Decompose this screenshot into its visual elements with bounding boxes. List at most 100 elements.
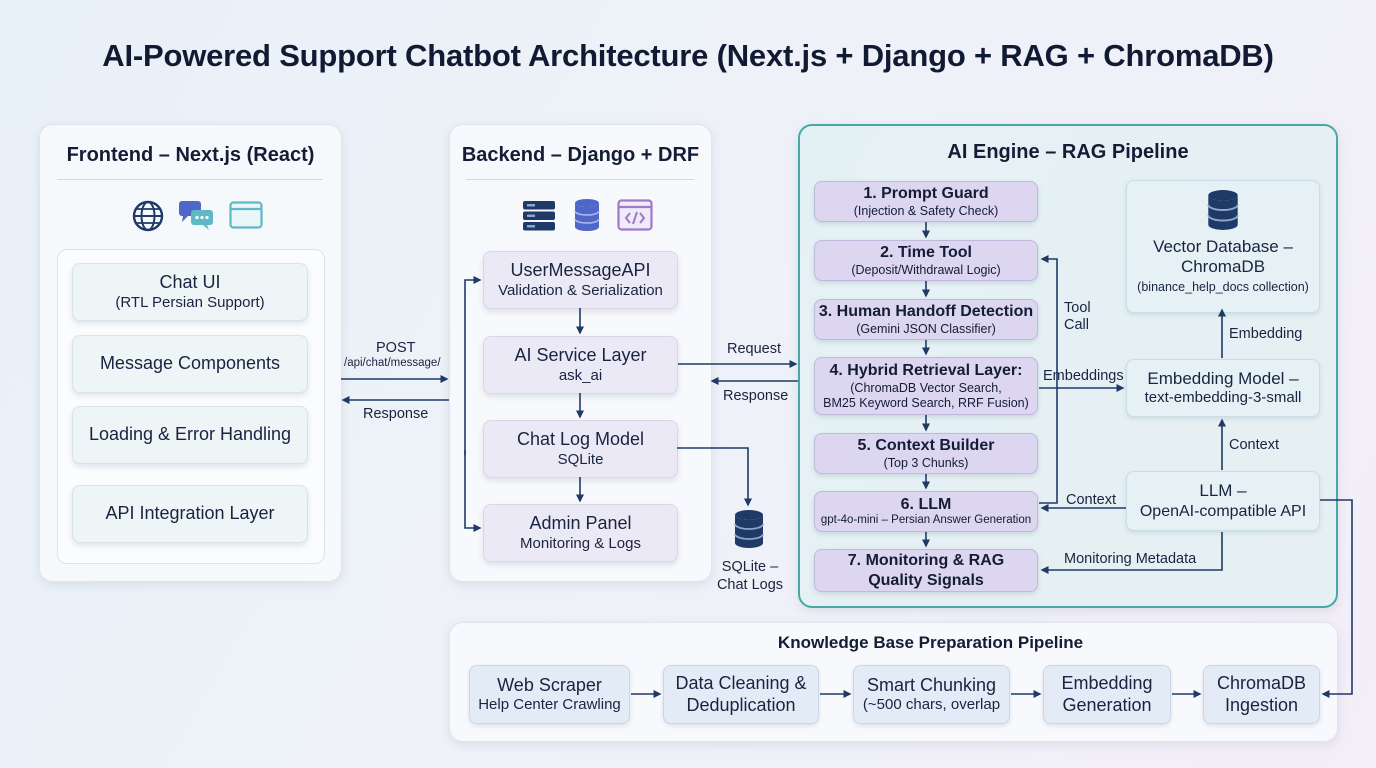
- tool-call-line1: Tool: [1064, 300, 1091, 316]
- human-handoff-step: 3. Human Handoff Detection (Gemini JSON …: [814, 299, 1038, 340]
- user-message-api-box: UserMessageAPI Validation & Serializatio…: [483, 251, 678, 309]
- embeddings-label: Embeddings: [1043, 368, 1124, 384]
- prompt-guard-sub: (Injection & Safety Check): [853, 203, 999, 218]
- sqlite-database-icon: [734, 510, 764, 548]
- llm-step: 6. LLM gpt-4o-mini – Persian Answer Gene…: [814, 491, 1038, 532]
- knowledge-base-title: Knowledge Base Preparation Pipeline: [777, 633, 1084, 652]
- data-cleaning-step: Data Cleaning & Deduplication: [663, 665, 819, 724]
- log-to-sqlite-arrow: [677, 447, 752, 507]
- ai-engine-title: AI Engine – RAG Pipeline: [947, 141, 1189, 163]
- monitoring-metadata-arrow: [1040, 532, 1223, 574]
- response-be-label: Response: [723, 388, 789, 404]
- data-cleaning-line1: Data Cleaning &: [675, 672, 807, 693]
- backend-bracket-arrow-top: [464, 276, 482, 455]
- hybrid-retrieval-sub: (ChromaDB Vector Search,: [850, 380, 1002, 395]
- vector-db-line2: ChromaDB: [1180, 257, 1266, 277]
- web-scraper-line1: Web Scraper: [497, 674, 602, 695]
- time-tool-step: 2. Time Tool (Deposit/Withdrawal Logic): [814, 240, 1038, 281]
- human-handoff-sub: (Gemini JSON Classifier): [856, 321, 996, 336]
- chromadb-ingestion-step: ChromaDB Ingestion: [1203, 665, 1320, 724]
- context-builder-label: 5. Context Builder: [857, 437, 995, 455]
- page-title: AI-Powered Support Chatbot Architecture …: [102, 38, 1274, 73]
- sqlite-line2: Chat Logs: [716, 577, 784, 594]
- embedding-generation-line2: Generation: [1062, 694, 1152, 715]
- web-scraper-line2: Help Center Crawling: [478, 696, 621, 714]
- vector-db-line1: Vector Database –: [1153, 237, 1293, 256]
- llm-api-line2: OpenAI-compatible API: [1139, 502, 1307, 520]
- divider: [57, 179, 323, 180]
- smart-chunking-step: Smart Chunking (~500 chars, overlap: [853, 665, 1010, 724]
- llm-api-line1: LLM –: [1199, 481, 1247, 501]
- post-label: POST: [376, 340, 416, 356]
- frontend-panel: Frontend – Next.js (React) Chat UI (RTL …: [39, 124, 342, 582]
- globe-icon: [132, 200, 164, 232]
- request-label: Request: [727, 341, 782, 357]
- time-tool-label: 2. Time Tool: [880, 244, 972, 262]
- tool-call-label: Tool Call: [1064, 300, 1091, 335]
- api-integration-box: API Integration Layer: [72, 485, 308, 543]
- browser-window-icon: [229, 201, 263, 229]
- user-message-api-sub: Validation & Serialization: [498, 281, 663, 299]
- divider: [466, 179, 694, 180]
- chromadb-ingestion-line1: ChromaDB: [1216, 672, 1307, 693]
- tool-call-arrow: [1039, 255, 1058, 504]
- admin-panel-sub: Monitoring & Logs: [520, 534, 641, 552]
- context-up-label: Context: [1229, 437, 1279, 453]
- llm-api-box: LLM – OpenAI-compatible API: [1126, 471, 1320, 531]
- embedding-generation-line1: Embedding: [1061, 672, 1153, 693]
- backend-panel: Backend – Django + DRF UserMessageAPI Va…: [449, 124, 712, 582]
- context-llm-label: Context: [1066, 492, 1116, 508]
- hybrid-retrieval-step: 4. Hybrid Retrieval Layer: (ChromaDB Vec…: [814, 357, 1038, 415]
- context-builder-step: 5. Context Builder (Top 3 Chunks): [814, 433, 1038, 474]
- vector-db-sub: (binance_help_docs collection): [1137, 279, 1309, 294]
- llm-step-sub: gpt-4o-mini – Persian Answer Generation: [820, 514, 1032, 527]
- hybrid-retrieval-label: 4. Hybrid Retrieval Layer:: [829, 362, 1023, 380]
- loading-error-box: Loading & Error Handling: [72, 406, 308, 464]
- llm-to-ingestion-arrow: [1320, 499, 1353, 698]
- backend-title: Backend – Django + DRF: [461, 144, 700, 166]
- chat-log-model-box: Chat Log Model SQLite: [483, 420, 678, 478]
- monitoring-step: 7. Monitoring & RAG Quality Signals: [814, 549, 1038, 592]
- response-fe-label: Response: [363, 406, 429, 422]
- vector-database-box: Vector Database – ChromaDB (binance_help…: [1126, 180, 1320, 313]
- prompt-guard-step: 1. Prompt Guard (Injection & Safety Chec…: [814, 181, 1038, 222]
- embedding-model-line1: Embedding Model –: [1147, 368, 1299, 388]
- human-handoff-label: 3. Human Handoff Detection: [818, 303, 1034, 321]
- embedding-generation-step: Embedding Generation: [1043, 665, 1171, 724]
- admin-panel-label: Admin Panel: [529, 513, 632, 534]
- data-cleaning-line2: Deduplication: [686, 694, 796, 715]
- server-stack-icon: [523, 201, 555, 231]
- loading-error-label: Loading & Error Handling: [88, 424, 292, 445]
- ai-service-layer-box: AI Service Layer ask_ai: [483, 336, 678, 394]
- sqlite-line1: SQLite –: [721, 559, 779, 575]
- backend-bracket-arrow-bottom: [464, 450, 482, 532]
- message-components-box: Message Components: [72, 335, 308, 393]
- ai-service-layer-sub: ask_ai: [558, 366, 603, 384]
- database-icon: [574, 199, 600, 231]
- chromadb-ingestion-line2: Ingestion: [1224, 694, 1299, 715]
- embedding-model-line2: text-embedding-3-small: [1144, 389, 1302, 407]
- embedding-label: Embedding: [1229, 326, 1303, 342]
- chat-ui-label: Chat UI: [159, 272, 221, 293]
- smart-chunking-line1: Smart Chunking: [866, 674, 997, 695]
- llm-step-label: 6. LLM: [900, 496, 952, 513]
- tool-call-line2: Call: [1064, 317, 1089, 334]
- time-tool-sub: (Deposit/Withdrawal Logic): [851, 262, 1001, 277]
- chat-ui-box: Chat UI (RTL Persian Support): [72, 263, 308, 321]
- post-path-label: /api/chat/message/: [344, 357, 441, 369]
- chat-log-model-sub: SQLite: [557, 450, 604, 468]
- embedding-model-box: Embedding Model – text-embedding-3-small: [1126, 359, 1320, 417]
- monitoring-sub: Quality Signals: [868, 571, 984, 589]
- chat-log-model-label: Chat Log Model: [516, 429, 645, 450]
- chromadb-database-icon: [1207, 190, 1239, 230]
- chat-bubbles-icon: [179, 201, 213, 230]
- api-integration-label: API Integration Layer: [105, 503, 275, 524]
- code-window-icon: [617, 199, 653, 231]
- chat-ui-sub: (RTL Persian Support): [115, 293, 265, 311]
- user-message-api-label: UserMessageAPI: [510, 260, 651, 281]
- web-scraper-step: Web Scraper Help Center Crawling: [469, 665, 630, 724]
- smart-chunking-line2: (~500 chars, overlap: [862, 696, 1001, 714]
- sqlite-chat-logs-label: SQLite – Chat Logs: [705, 558, 795, 594]
- prompt-guard-label: 1. Prompt Guard: [863, 185, 989, 203]
